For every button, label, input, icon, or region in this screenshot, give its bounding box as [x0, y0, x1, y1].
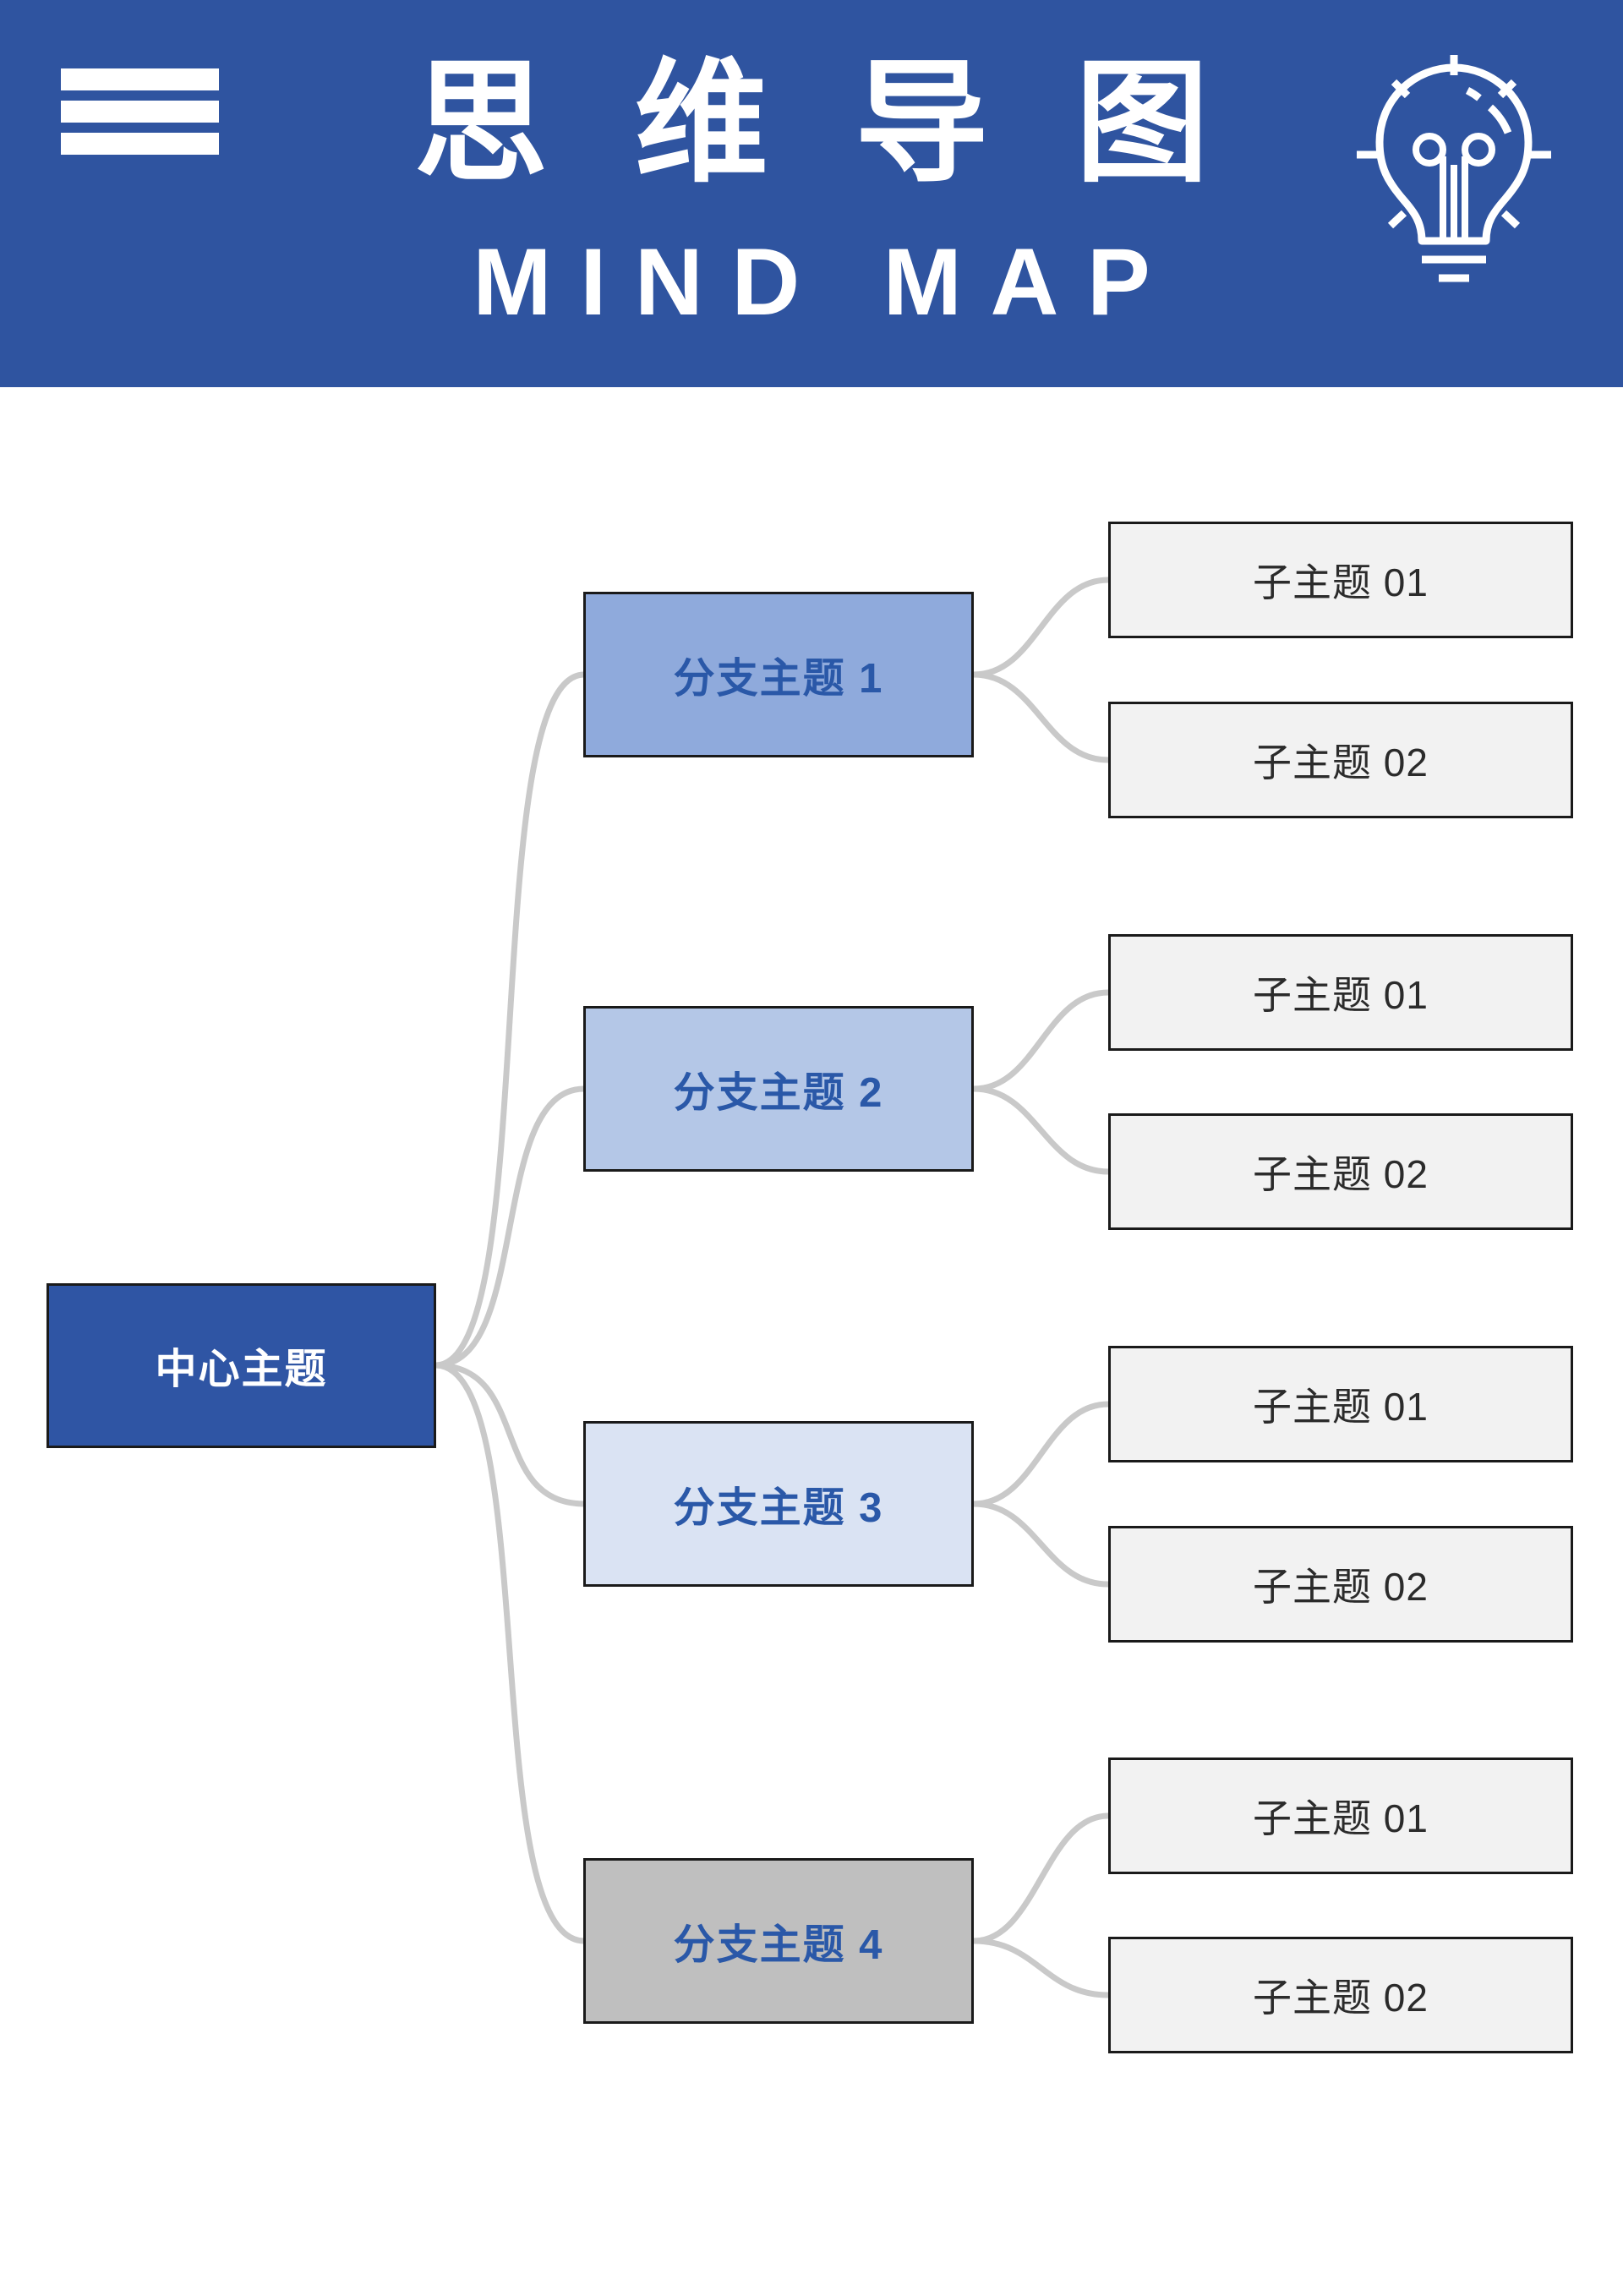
branch-node-3[interactable]: 分支主题 3	[583, 1421, 974, 1587]
subtopic-label: 子主题 02	[1253, 741, 1429, 784]
subtopic-label: 子主题 01	[1253, 973, 1429, 1017]
hamburger-menu-icon[interactable]	[61, 68, 219, 155]
central-topic-label: 中心主题	[155, 1347, 328, 1392]
lightbulb-icon	[1357, 55, 1551, 282]
branch-node-4[interactable]: 分支主题 4	[583, 1858, 974, 2024]
subtopic-node-1-2[interactable]: 子主题 02	[1108, 702, 1573, 818]
subtopic-node-4-2[interactable]: 子主题 02	[1108, 1937, 1573, 2053]
branch-node-2[interactable]: 分支主题 2	[583, 1006, 974, 1172]
subtopic-node-4-1[interactable]: 子主题 01	[1108, 1758, 1573, 1874]
subtopic-label: 子主题 01	[1253, 560, 1429, 604]
central-topic-node[interactable]: 中心主题	[46, 1283, 436, 1448]
hamburger-bar	[61, 101, 219, 123]
subtopic-label: 子主题 02	[1253, 1152, 1429, 1196]
subtopic-node-2-2[interactable]: 子主题 02	[1108, 1113, 1573, 1230]
subtopic-node-3-2[interactable]: 子主题 02	[1108, 1526, 1573, 1643]
hamburger-bar	[61, 68, 219, 90]
branch-label: 分支主题 1	[673, 655, 884, 702]
hamburger-bar	[61, 133, 219, 155]
subtopic-label: 子主题 02	[1253, 1976, 1429, 2020]
subtopic-node-1-1[interactable]: 子主题 01	[1108, 522, 1573, 638]
subtopic-node-2-1[interactable]: 子主题 01	[1108, 934, 1573, 1051]
branch-label: 分支主题 2	[673, 1069, 884, 1116]
branch-label: 分支主题 3	[673, 1484, 884, 1531]
subtopic-label: 子主题 02	[1253, 1565, 1429, 1609]
subtopic-label: 子主题 01	[1253, 1796, 1429, 1840]
branch-label: 分支主题 4	[673, 1922, 884, 1968]
subtopic-label: 子主题 01	[1253, 1385, 1429, 1429]
subtopic-node-3-1[interactable]: 子主题 01	[1108, 1346, 1573, 1462]
branch-node-1[interactable]: 分支主题 1	[583, 592, 974, 757]
